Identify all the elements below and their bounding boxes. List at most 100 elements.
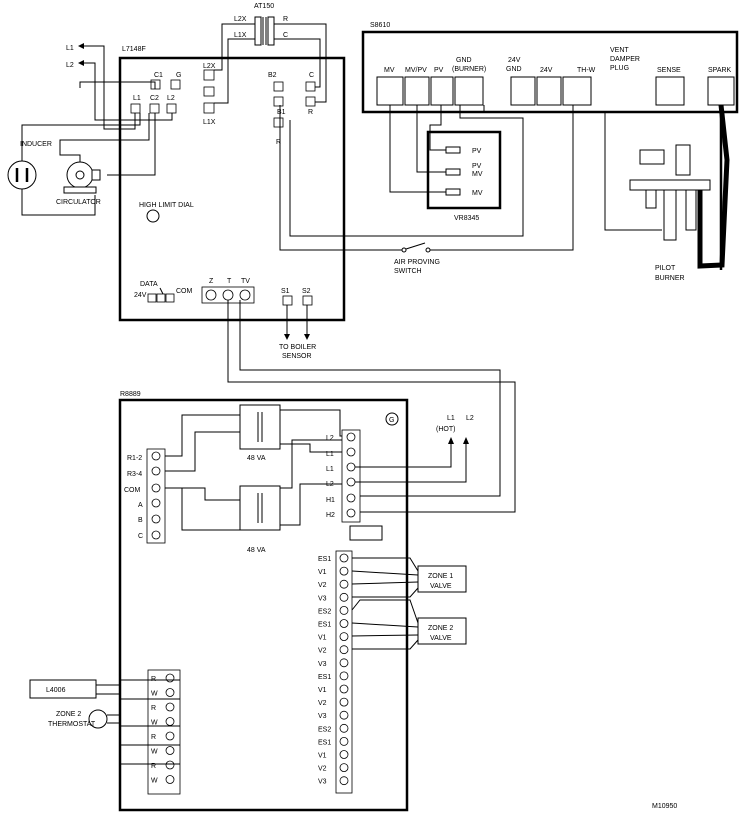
svg-text:L1: L1 <box>326 451 334 458</box>
svg-text:BURNER: BURNER <box>655 275 685 282</box>
l7148f-title: L7148F <box>122 46 146 53</box>
svg-text:24V: 24V <box>508 57 521 64</box>
zone-terminal-label: ES1 <box>318 556 331 563</box>
svg-text:ZONE 2: ZONE 2 <box>56 711 81 718</box>
thermostat-terminal-screw[interactable] <box>165 746 175 755</box>
svg-text:B1: B1 <box>277 109 286 116</box>
svg-text:24V: 24V <box>540 67 553 74</box>
zone-terminal-label: V1 <box>318 569 327 576</box>
svg-text:VALVE: VALVE <box>430 583 452 590</box>
zone-terminal-label: V3 <box>318 713 327 720</box>
zone-terminal-screw[interactable] <box>339 566 349 576</box>
vr8345-valve: PV PV MV MV VR8345 <box>279 105 662 251</box>
thermostat-terminal-label: W <box>151 720 158 727</box>
zone-terminal-screw[interactable] <box>339 671 349 681</box>
zone-terminal-label: ES1 <box>318 622 331 629</box>
svg-text:VALVE: VALVE <box>430 635 452 642</box>
svg-text:48 VA: 48 VA <box>247 547 266 554</box>
zone-terminal-label: ES2 <box>318 608 331 615</box>
svg-text:H2: H2 <box>326 512 335 519</box>
svg-text:COM: COM <box>124 487 141 494</box>
high-limit-label: HIGH LIMIT DIAL <box>139 202 194 209</box>
figure-number: M10950 <box>652 803 677 810</box>
thermostat-terminal-screw[interactable] <box>165 673 175 683</box>
zone-terminal-label: V3 <box>318 779 327 786</box>
svg-text:L1: L1 <box>447 415 455 422</box>
svg-text:S2: S2 <box>302 288 311 295</box>
zone-2-thermostat: ZONE 2 THERMOSTAT <box>48 709 120 729</box>
svg-text:S1: S1 <box>281 288 290 295</box>
zone-terminal-screw[interactable] <box>339 750 349 759</box>
svg-text:MV: MV <box>472 190 483 197</box>
svg-text:PILOT: PILOT <box>655 265 676 272</box>
inducer-circulator: INDUCER CIRCULATOR <box>7 113 156 216</box>
zone-terminal-screw[interactable] <box>339 697 349 707</box>
svg-text:L1: L1 <box>133 95 141 102</box>
svg-text:TV: TV <box>241 278 250 285</box>
svg-text:(HOT): (HOT) <box>436 426 455 433</box>
svg-text:C1: C1 <box>154 72 163 79</box>
svg-text:PLUG: PLUG <box>610 65 629 72</box>
svg-text:MV/PV: MV/PV <box>405 67 427 74</box>
r8889-panel: R8889 G 48 VA 48 VA R1-2 R3-4 COM A B C <box>118 391 474 812</box>
zone-terminal-label: V1 <box>318 635 327 642</box>
svg-text:MV: MV <box>384 67 395 74</box>
svg-text:R: R <box>308 109 313 116</box>
zone-terminal-screw[interactable] <box>339 658 349 668</box>
zone-terminal-screw[interactable] <box>339 606 349 615</box>
svg-text:L2: L2 <box>326 481 334 488</box>
sensor-label-1: TO BOILER <box>279 344 316 351</box>
svg-text:(BURNER): (BURNER) <box>452 66 486 73</box>
thermostat-terminal-screw[interactable] <box>165 760 175 770</box>
thermostat-terminal-label: W <box>151 749 158 756</box>
svg-text:L2: L2 <box>466 415 474 422</box>
svg-text:R1-2: R1-2 <box>127 455 142 462</box>
svg-text:L2: L2 <box>167 95 175 102</box>
zone-terminal-label: ES1 <box>318 739 331 746</box>
svg-text:A: A <box>138 502 143 509</box>
zone-terminal-screw[interactable] <box>339 592 349 602</box>
thermostat-terminal-label: R <box>151 763 156 770</box>
thermostat-terminal-screw[interactable] <box>165 775 175 784</box>
zone-terminal-screw[interactable] <box>339 737 349 746</box>
svg-text:MV: MV <box>472 171 483 178</box>
zone-terminal-screw[interactable] <box>339 645 349 655</box>
zone-terminal-label: ES1 <box>318 674 331 681</box>
thermostat-terminal-screw[interactable] <box>165 688 175 697</box>
svg-text:48 VA: 48 VA <box>247 455 266 462</box>
zone-terminal-screw[interactable] <box>339 632 349 641</box>
zone-terminal-label: V2 <box>318 648 327 655</box>
zone-terminal-screw[interactable] <box>339 776 349 786</box>
zone-terminal-screw[interactable] <box>339 710 349 720</box>
zone-terminals: ES1V1V2V3ES2ES1V1V2V3ES1V1V2V3ES2ES1V1V2… <box>318 553 349 786</box>
svg-text:T: T <box>227 278 232 285</box>
zone-terminal-label: V2 <box>318 582 327 589</box>
thermostat-terminal-screw[interactable] <box>165 717 175 726</box>
svg-text:L1: L1 <box>66 45 74 52</box>
zone-terminal-screw[interactable] <box>339 619 349 628</box>
circulator-label: CIRCULATOR <box>56 199 101 206</box>
svg-text:PV: PV <box>472 163 482 170</box>
thermostat-terminal-screw[interactable] <box>165 731 175 741</box>
svg-text:R: R <box>276 139 281 146</box>
zone-terminal-screw[interactable] <box>339 763 349 772</box>
svg-text:B: B <box>138 517 143 524</box>
svg-text:C2: C2 <box>150 95 159 102</box>
svg-text:AIR PROVING: AIR PROVING <box>394 259 440 266</box>
s8610-title: S8610 <box>370 22 390 29</box>
svg-text:G: G <box>389 417 394 424</box>
zone-terminal-screw[interactable] <box>339 553 349 563</box>
zone-terminal-label: ES2 <box>318 726 331 733</box>
zone-terminal-screw[interactable] <box>339 723 349 733</box>
l4006-control: L4006 <box>29 679 120 699</box>
svg-text:B2: B2 <box>268 72 277 79</box>
svg-text:L2: L2 <box>66 62 74 69</box>
zone-terminal-label: V1 <box>318 687 327 694</box>
thermostat-terminal-screw[interactable] <box>165 702 175 712</box>
zone-terminal-screw[interactable] <box>339 579 349 589</box>
high-limit-dial-icon[interactable] <box>146 209 160 223</box>
svg-text:L2X: L2X <box>203 63 216 70</box>
zone-terminal-screw[interactable] <box>339 684 349 694</box>
svg-text:R3-4: R3-4 <box>127 471 142 478</box>
